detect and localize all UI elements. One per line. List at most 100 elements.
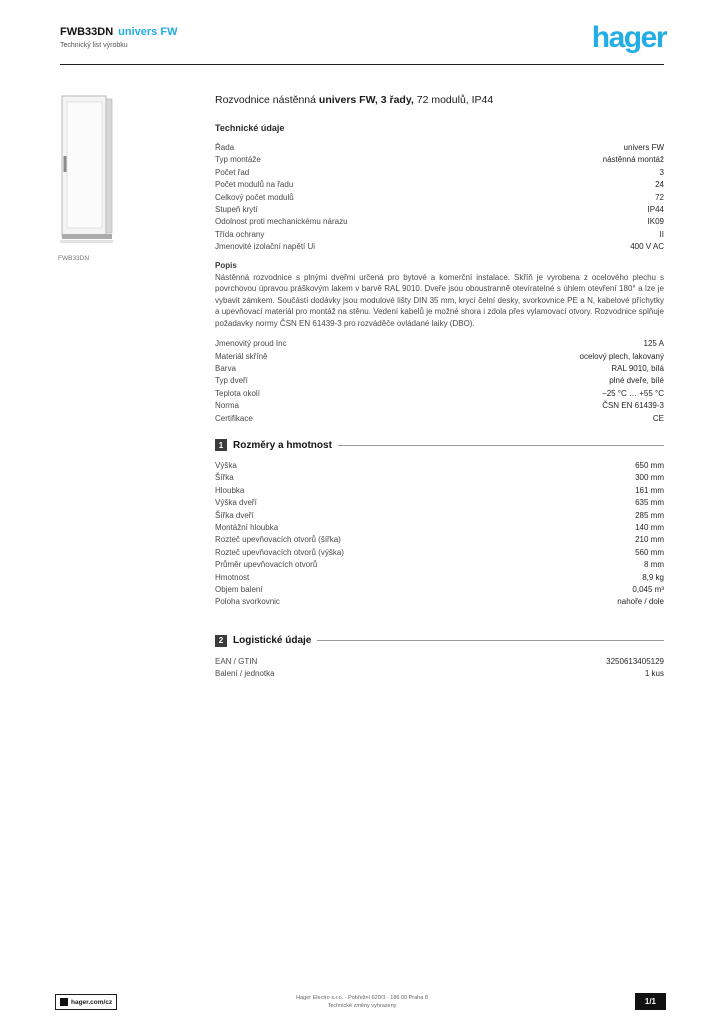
- main-content: Rozvodnice nástěnná univers FW, 3 řady, …: [215, 94, 664, 681]
- spec-value: nahoře / dole: [617, 597, 664, 607]
- spec-label: Rozteč upevňovacích otvorů (výška): [215, 547, 344, 557]
- spec-row: Průměr upevňovacích otvorů 8 mm: [215, 559, 664, 571]
- spec-label: Teplota okolí: [215, 388, 260, 398]
- spec-value: 161 mm: [635, 485, 664, 495]
- hager-logo: hager: [591, 21, 668, 54]
- footer-website-link[interactable]: hager.com/cz: [55, 994, 118, 1010]
- spec-label: Stupeň krytí: [215, 205, 258, 215]
- spec-value: −25 °C … +55 °C: [602, 388, 664, 398]
- spec-value: ocelový plech, lakovaný: [579, 351, 665, 361]
- spec-label: Balení / jednotka: [215, 669, 275, 679]
- spec-row: Řada univers FW: [215, 142, 664, 154]
- title-bold: univers FW, 3 řady,: [318, 94, 414, 106]
- spec-list-b: Jmenovitý proud Inc 125 A Materiál skřín…: [215, 338, 664, 425]
- spec-label: Počet modulů na řadu: [215, 180, 294, 190]
- section-marker-icon: 2: [215, 634, 227, 647]
- spec-label: Odolnost proti mechanickému nárazu: [215, 217, 348, 227]
- spec-row: Norma ČSN EN 61439-3: [215, 400, 664, 412]
- spec-label: Jmenovitý proud Inc: [215, 339, 287, 349]
- spec-label: Výška: [215, 461, 237, 470]
- spec-value: univers FW: [623, 143, 664, 152]
- spec-label: Hmotnost: [215, 572, 250, 582]
- spec-row: Výška dveří 635 mm: [215, 497, 664, 509]
- spec-row: Balení / jednotka 1 kus: [215, 668, 664, 680]
- spec-row: Teplota okolí −25 °C … +55 °C: [215, 388, 664, 400]
- dimension-list: Výška 650 mm Šířka 300 mm Hloubka 161 mm…: [215, 460, 664, 609]
- footer-address: Hager Electro s.r.o. · Pobřežní 620/3 · …: [0, 995, 724, 1010]
- spec-value: 0,045 m³: [632, 585, 664, 595]
- spec-row: Poloha svorkovnic nahoře / dole: [215, 596, 664, 608]
- spec-row: Objem balení 0,045 m³: [215, 584, 664, 596]
- spec-row: Typ montáže nástěnná montáž: [215, 154, 664, 166]
- spec-row: Stupeň krytí IP44: [215, 204, 664, 216]
- spec-list-a: Řada univers FW Typ montáže nástěnná mon…: [215, 142, 664, 254]
- spec-row: Hmotnost 8,9 kg: [215, 572, 664, 584]
- spec-row: Třída ochrany II: [215, 229, 664, 241]
- spec-label: Řada: [215, 143, 235, 152]
- spec-row: Montážní hloubka 140 mm: [215, 522, 664, 534]
- spec-value: 400 V AC: [630, 242, 664, 252]
- spec-value: 3: [659, 167, 664, 177]
- section-logistics-title: Logistické údaje: [233, 635, 312, 647]
- spec-label: Montážní hloubka: [215, 523, 279, 533]
- spec-row: Počet modulů na řadu 24: [215, 179, 664, 191]
- spec-label: Celkový počet modulů: [215, 192, 294, 202]
- hager-mark-icon: [60, 998, 68, 1006]
- spec-row: Jmenovitý proud Inc 125 A: [215, 338, 664, 350]
- description-label: Popis: [215, 260, 237, 270]
- spec-label: Počet řad: [215, 167, 250, 177]
- footer-address-line2: Technické změny vyhrazeny: [327, 1002, 397, 1009]
- spec-label: Objem balení: [215, 585, 263, 595]
- spec-row: Barva RAL 9010, bílá: [215, 363, 664, 375]
- tech-data-heading: Technické údaje: [215, 123, 285, 133]
- spec-value: 3250613405129: [606, 656, 664, 666]
- spec-row: Rozteč upevňovacích otvorů (výška) 560 m…: [215, 547, 664, 559]
- spec-value: 635 mm: [635, 498, 664, 508]
- page-number-badge: 1/1: [634, 993, 666, 1010]
- spec-value: nástěnná montáž: [602, 155, 664, 165]
- spec-value: 650 mm: [635, 461, 664, 470]
- spec-label: Certifikace: [215, 413, 253, 423]
- spec-row: Odolnost proti mechanickému nárazu IK09: [215, 216, 664, 228]
- spec-label: Rozteč upevňovacích otvorů (šířka): [215, 535, 341, 545]
- title-pre: Rozvodnice nástěnná: [215, 94, 319, 106]
- spec-row: Materiál skříně ocelový plech, lakovaný: [215, 351, 664, 363]
- spec-label: Barva: [215, 363, 236, 373]
- spec-row: Celkový počet modulů 72: [215, 192, 664, 204]
- description-text: Nástěnná rozvodnice s plnými dveřmi urče…: [215, 272, 664, 328]
- spec-value: plné dveře, bílé: [609, 376, 664, 386]
- spec-label: Třída ochrany: [215, 229, 265, 239]
- product-image: FWB33DN: [58, 94, 114, 262]
- spec-value: IK09: [647, 217, 664, 227]
- product-reference-code: FWB33DN: [60, 26, 114, 38]
- section-rule: [337, 444, 664, 446]
- product-description: Popis Nástěnná rozvodnice s plnými dveřm…: [215, 260, 664, 330]
- header-subtitle: Technický list výrobku: [60, 42, 128, 49]
- section-dimensions-header: 1 Rozměry a hmotnost: [215, 439, 664, 451]
- spec-row: Jmenovité izolační napětí Ui 400 V AC: [215, 241, 664, 253]
- spec-value: 125 A: [643, 339, 664, 349]
- spec-label: Typ dveří: [215, 376, 248, 386]
- page-title: Rozvodnice nástěnná univers FW, 3 řady, …: [215, 94, 664, 107]
- spec-row: Typ dveří plné dveře, bílé: [215, 375, 664, 387]
- spec-row: Počet řad 3: [215, 167, 664, 179]
- section-logistics-header: 2 Logistické údaje: [215, 634, 664, 647]
- spec-row: Rozteč upevňovacích otvorů (šířka) 210 m…: [215, 534, 664, 546]
- footer-address-line1: Hager Electro s.r.o. · Pobřežní 620/3 · …: [296, 995, 428, 1001]
- spec-value: 8,9 kg: [642, 572, 664, 582]
- spec-value: 285 mm: [635, 510, 664, 520]
- spec-value: 24: [655, 180, 664, 190]
- spec-value: RAL 9010, bílá: [611, 363, 664, 373]
- spec-label: Průměr upevňovacích otvorů: [215, 560, 318, 570]
- spec-label: EAN / GTIN: [215, 656, 258, 666]
- spec-value: ČSN EN 61439-3: [602, 401, 664, 411]
- title-post: 72 modulů, IP44: [413, 94, 494, 106]
- spec-value: 140 mm: [635, 523, 664, 533]
- spec-value: 210 mm: [635, 535, 664, 545]
- section-marker-icon: 1: [215, 439, 227, 451]
- spec-value: II: [659, 229, 664, 239]
- spec-row: Výška 650 mm: [215, 460, 664, 472]
- spec-label: Materiál skříně: [215, 351, 268, 361]
